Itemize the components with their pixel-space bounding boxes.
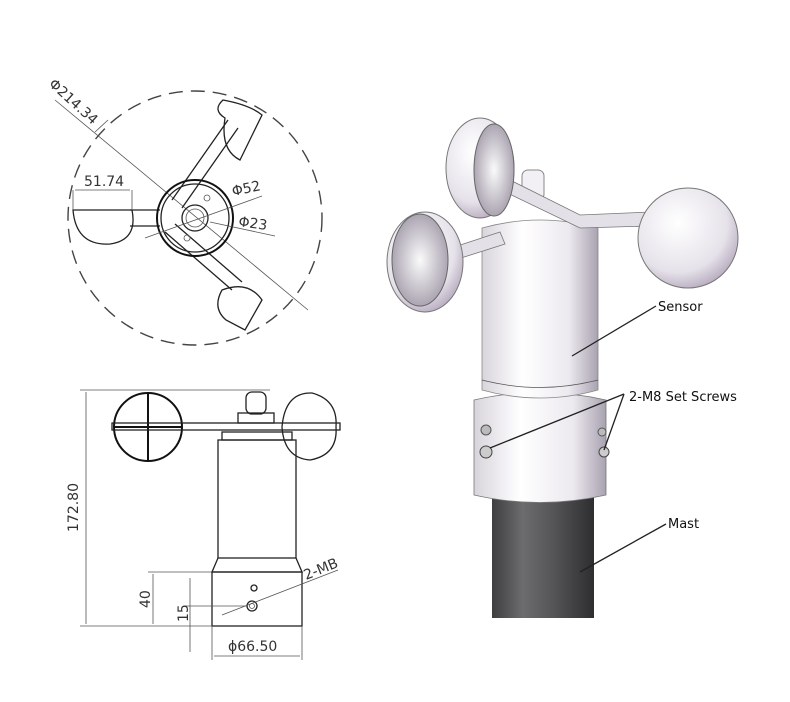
base-diameter-label: ϕ66.50: [228, 639, 277, 655]
right-cup: [281, 392, 337, 461]
center-diameter-label: Φ23: [237, 214, 268, 234]
screw-label: 2-MB: [302, 556, 341, 584]
screw-leader-1: [489, 393, 625, 449]
sweep-circle: [67, 90, 323, 346]
cup-width-label: 51.74: [84, 174, 124, 190]
side-view-drawing: 172.80 40 15 ϕ66.50 2-MB: [66, 389, 341, 660]
outer-diameter-label: Φ214.34: [45, 76, 100, 128]
set-screws-callout: 2-M8 Set Screws: [629, 390, 737, 405]
top-view-drawing: Φ214.34 51.74 Φ52 Φ23: [45, 76, 323, 346]
sensor-leader: [571, 305, 657, 357]
screw-leader-2: [603, 393, 625, 451]
base-height-label: 40: [138, 590, 154, 608]
mast: [492, 488, 594, 618]
mast-leader: [579, 523, 667, 573]
render-view: Sensor 2-M8 Set Screws Mast: [386, 117, 739, 618]
sensor-callout: Sensor: [658, 300, 703, 315]
cup-right: [637, 187, 739, 289]
hub-diameter-label: Φ52: [231, 178, 263, 200]
screw-height-label: 15: [176, 604, 192, 622]
total-height-label: 172.80: [66, 483, 82, 532]
sensor-body: [481, 219, 599, 399]
mast-callout: Mast: [668, 517, 699, 532]
